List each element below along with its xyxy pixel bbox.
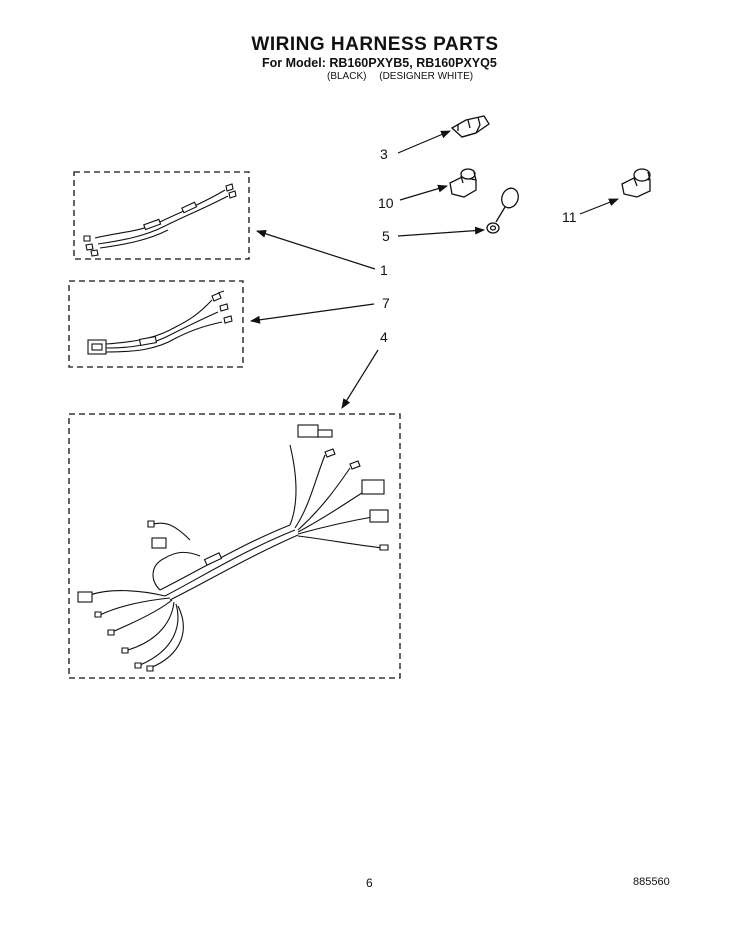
part-1-dashed-box	[73, 171, 250, 260]
leader-line-3	[397, 130, 451, 154]
leader-line-1	[256, 229, 376, 270]
page-title: WIRING HARNESS PARTS	[251, 34, 499, 55]
model-numbers: For Model: RB160PXYB5, RB160PXYQ5	[262, 56, 497, 70]
leader-line-11	[579, 198, 619, 215]
document-number: 885560	[633, 876, 670, 888]
wire-harness-part-7[interactable]	[87, 290, 233, 355]
wire-harness-part-1[interactable]	[83, 183, 237, 257]
leader-line-7	[250, 303, 375, 324]
wire-harness-part-4[interactable]	[77, 424, 389, 672]
leader-line-4	[341, 349, 379, 409]
callout-10: 10	[378, 195, 394, 211]
page-number: 6	[366, 876, 373, 890]
callout-4: 4	[380, 329, 388, 345]
model-variants: (BLACK) (DESIGNER WHITE)	[327, 71, 483, 82]
callout-1: 1	[380, 262, 388, 278]
callout-11: 11	[562, 209, 577, 225]
callout-7: 7	[382, 295, 390, 311]
leader-line-10	[399, 184, 448, 201]
grommet-part-5[interactable]	[486, 186, 521, 234]
clip-part-3[interactable]	[450, 115, 490, 138]
part-4-dashed-box	[68, 413, 401, 679]
variant-designer-white: (DESIGNER WHITE)	[379, 71, 474, 82]
clamp-part-11[interactable]	[621, 168, 651, 198]
callout-5: 5	[382, 228, 390, 244]
variant-black: (BLACK)	[327, 71, 367, 82]
clamp-part-10[interactable]	[449, 168, 477, 198]
callout-3: 3	[380, 146, 388, 162]
leader-line-5	[397, 226, 485, 237]
